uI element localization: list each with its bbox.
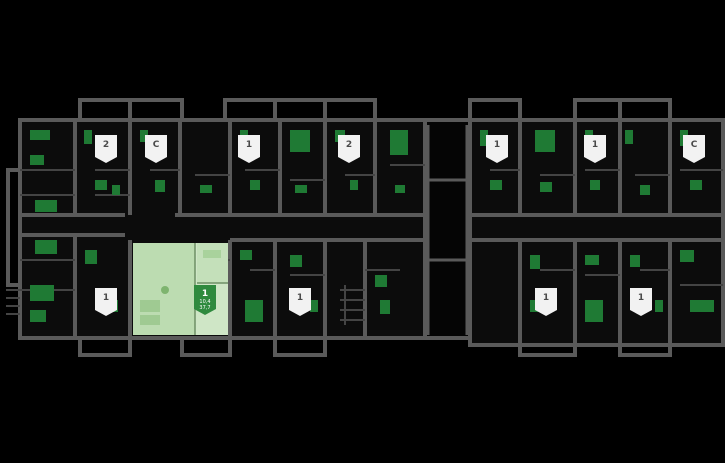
badge-rooms-a7: С <box>691 140 698 150</box>
badge-living-area-a9: 10,4 <box>199 299 210 305</box>
badge-rooms-a10: 1 <box>297 293 303 303</box>
badge-a1[interactable]: 2 <box>95 135 117 163</box>
badge-a6[interactable]: 1 <box>584 135 606 163</box>
badge-a4[interactable]: 2 <box>338 135 360 163</box>
badge-rooms-a6: 1 <box>592 140 598 150</box>
badge-rooms-a11: 1 <box>543 293 549 303</box>
badge-a7[interactable]: С <box>683 135 705 163</box>
badge-rooms-a9: 1 <box>202 289 208 299</box>
badge-a5[interactable]: 1 <box>486 135 508 163</box>
corridor-core <box>426 125 469 335</box>
badge-a8[interactable]: 1 <box>95 288 117 316</box>
badge-rooms-a2: С <box>153 140 160 150</box>
badge-a2[interactable]: С <box>145 135 167 163</box>
badge-rooms-a8: 1 <box>103 293 109 303</box>
badge-rooms-a4: 2 <box>346 140 352 150</box>
badge-a10[interactable]: 1 <box>289 288 311 316</box>
badge-a9[interactable]: 1 10,4 37,7 <box>194 285 216 315</box>
badge-rooms-a3: 1 <box>246 140 252 150</box>
badge-total-area-a9: 37,7 <box>199 305 210 311</box>
furniture <box>30 130 714 322</box>
badge-a12[interactable]: 1 <box>630 288 652 316</box>
selected-apartment-area[interactable] <box>133 243 228 335</box>
badge-rooms-a12: 1 <box>638 293 644 303</box>
badge-rooms-a5: 1 <box>494 140 500 150</box>
badge-rooms-a1: 2 <box>103 140 109 150</box>
badge-a11[interactable]: 1 <box>535 288 557 316</box>
badge-a3[interactable]: 1 <box>238 135 260 163</box>
